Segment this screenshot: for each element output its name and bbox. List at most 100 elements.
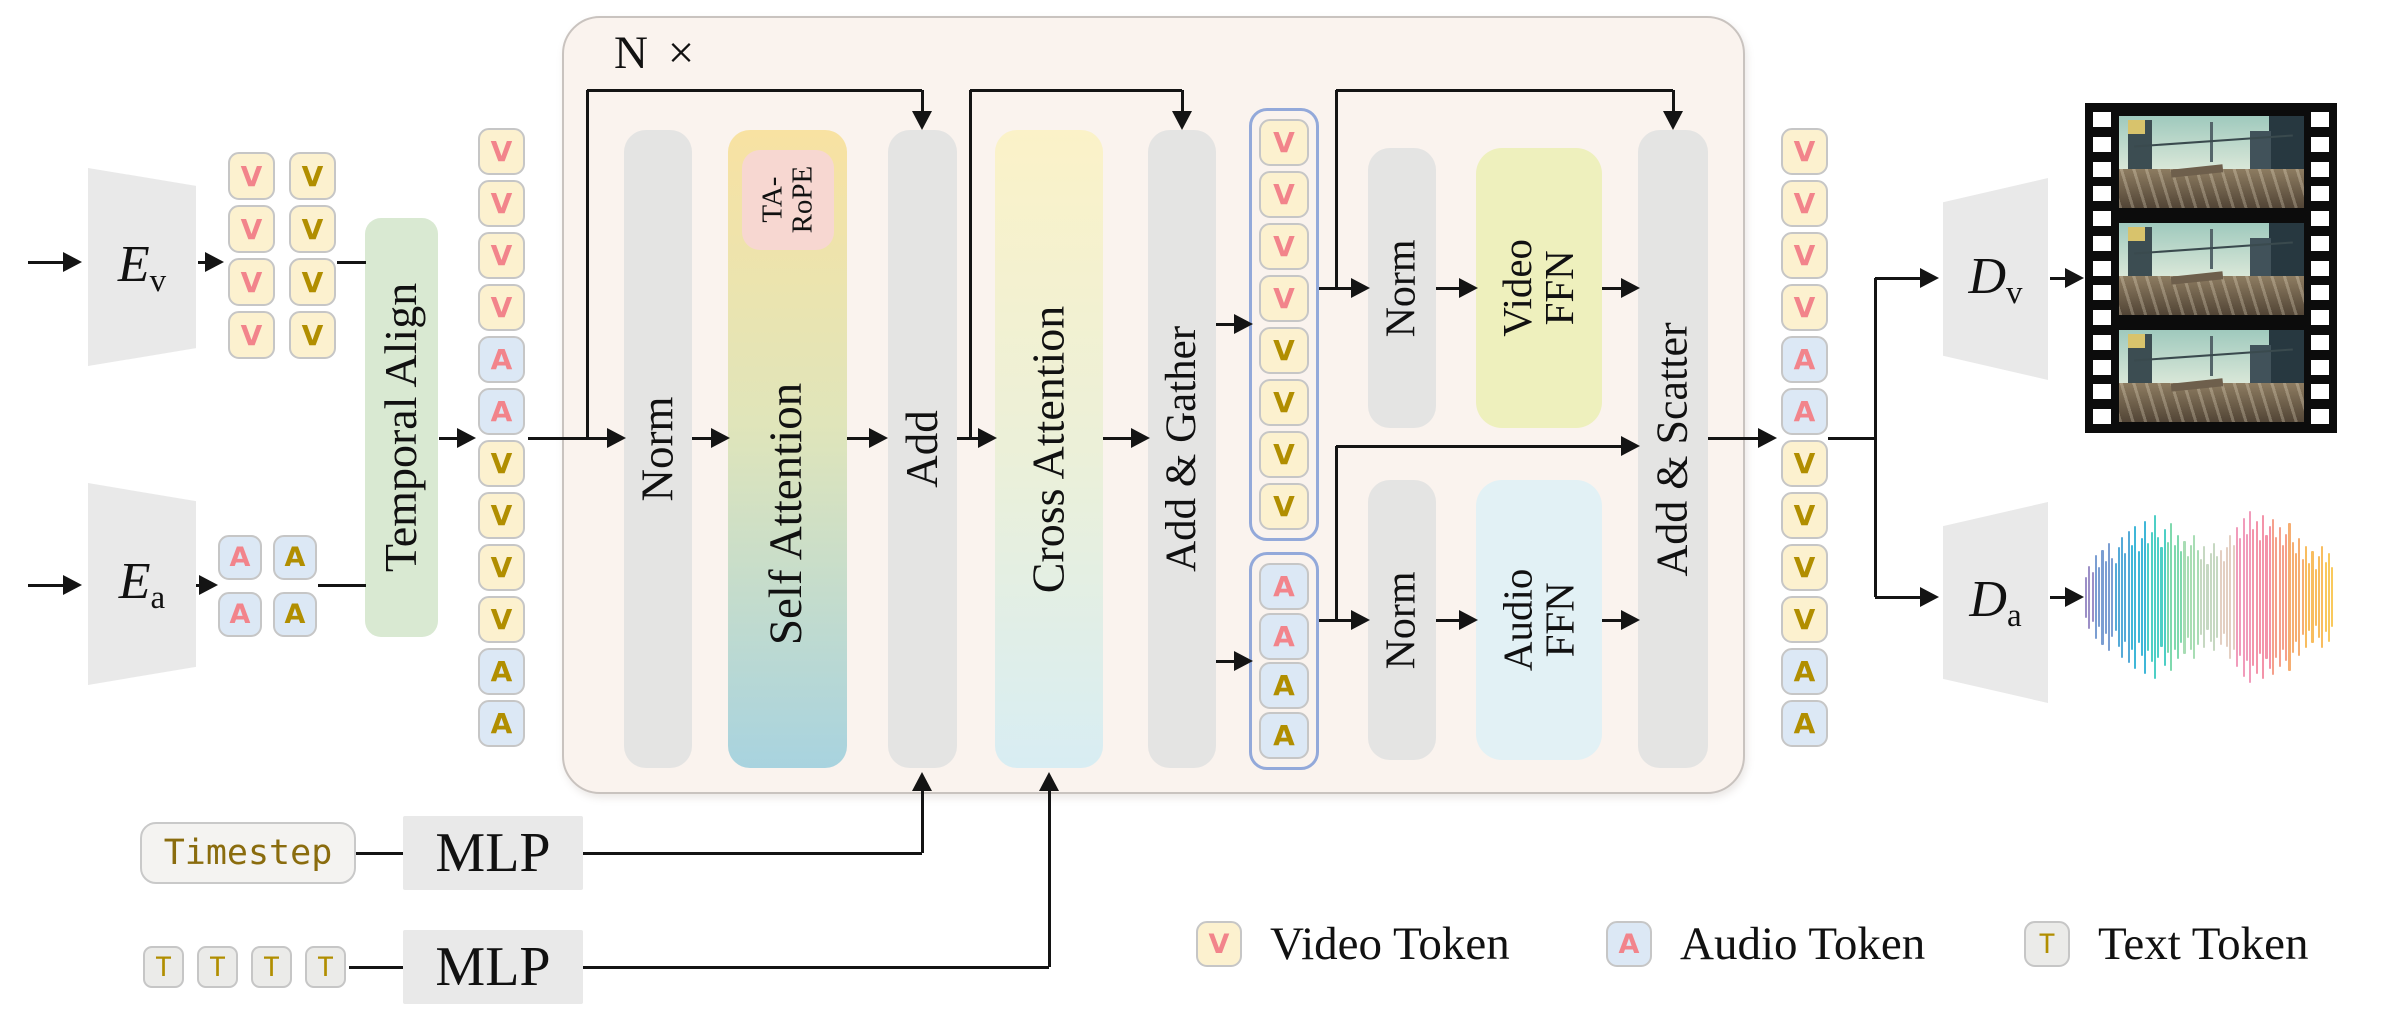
connector-line (1875, 595, 1921, 599)
connector-line (1828, 436, 1875, 440)
waveform-bar (2268, 525, 2271, 669)
frame-rubble (2119, 383, 2304, 422)
connector-line (1103, 436, 1132, 440)
connector-line (1708, 436, 1759, 440)
waveform-bar (2308, 563, 2311, 631)
waveform-bar (2098, 567, 2101, 627)
waveform-bar (2304, 546, 2307, 648)
video-token: V (1781, 440, 1828, 487)
legend-text-label: Text Token (2098, 918, 2309, 970)
arrowhead (1920, 587, 1939, 607)
video-token: V (1781, 544, 1828, 591)
audio-token: A (1259, 662, 1309, 710)
connector-line (318, 583, 366, 587)
arrowhead (1663, 111, 1683, 130)
video-token: V (478, 128, 525, 175)
waveform-bar (2111, 557, 2114, 637)
waveform-bar (2173, 544, 2176, 650)
waveform-bar (2262, 515, 2265, 679)
connector-line (1216, 659, 1235, 663)
audio-waveform (2085, 509, 2341, 685)
arrowhead (63, 575, 82, 595)
audio-token: A (218, 592, 262, 637)
arrowhead (199, 575, 218, 595)
waveform-bar (2203, 546, 2206, 648)
connector-line (1671, 90, 1675, 112)
frame-building-mid (2250, 130, 2271, 175)
waveform-bar (2167, 541, 2170, 653)
arrowhead (1459, 610, 1478, 630)
waveform-bar (2130, 544, 2134, 650)
film-frame (2119, 116, 2304, 208)
frame-building-mid (2250, 344, 2271, 389)
waveform-bar (2127, 531, 2130, 663)
connector-line (920, 790, 924, 853)
connector-line (1319, 286, 1352, 290)
waveform-bar (2121, 536, 2124, 658)
audio-decoder: Da (1943, 502, 2048, 703)
sprocket-hole (2093, 211, 2111, 226)
connector-line (439, 436, 458, 440)
waveform-bar (2249, 511, 2252, 683)
arrowhead (1758, 428, 1777, 448)
waveform-bar (2252, 528, 2255, 666)
audio-token: A (1781, 388, 1828, 435)
sprocket-hole (2093, 334, 2111, 350)
waveform-bar (2242, 517, 2245, 677)
add-scatter-block: Add & Scatter (1638, 130, 1708, 768)
video-token: V (228, 258, 275, 306)
video-token: V (228, 152, 275, 200)
waveform-bar (2288, 523, 2291, 671)
waveform-bar (2144, 520, 2147, 674)
cross-attention-block: Cross Attention (995, 130, 1103, 768)
audio-token: A (1781, 648, 1828, 695)
audio-token: A (1259, 711, 1309, 759)
waveform-bar (2285, 533, 2288, 661)
waveform-bar (2170, 523, 2173, 671)
waveform-bar (2301, 559, 2304, 635)
add-block: Add (888, 130, 957, 768)
arrowhead (711, 428, 730, 448)
waveform-bar (2193, 535, 2196, 659)
film-strip (2085, 103, 2337, 433)
waveform-bar (2226, 547, 2229, 647)
frame-rubble (2119, 276, 2304, 315)
sprocket-hole (2093, 235, 2111, 251)
arrowhead (1234, 314, 1253, 334)
text-token: T (143, 946, 184, 988)
arrowhead (912, 111, 932, 130)
waveform-bar (2258, 540, 2261, 654)
norm-block-audio: Norm (1368, 480, 1436, 760)
connector-line (1216, 322, 1235, 326)
video-token: V (289, 258, 336, 306)
sprocket-hole (2311, 285, 2329, 301)
waveform-bar (2137, 551, 2140, 643)
video-token: V (289, 152, 336, 200)
video-token: V (478, 492, 525, 539)
video-token: V (1781, 128, 1828, 175)
connector-line (1047, 790, 1051, 967)
waveform-bar (2134, 525, 2137, 669)
waveform-bar (2216, 556, 2219, 638)
waveform-bar (2153, 515, 2156, 679)
audio-token: A (1781, 336, 1828, 383)
video-token: V (1781, 232, 1828, 279)
waveform-bar (2183, 540, 2186, 654)
legend-video-label: Video Token (1270, 918, 1510, 970)
temporal-align-block: Temporal Align (365, 218, 438, 637)
video-token: V (478, 544, 525, 591)
sprocket-hole (2093, 384, 2111, 400)
waveform-bar (2104, 560, 2107, 634)
audio-token: A (1259, 612, 1309, 660)
arrowhead (978, 428, 997, 448)
connector-line (2050, 276, 2066, 280)
connector-line (528, 436, 608, 440)
connector-line (1436, 286, 1460, 290)
audio-token: A (478, 700, 525, 747)
